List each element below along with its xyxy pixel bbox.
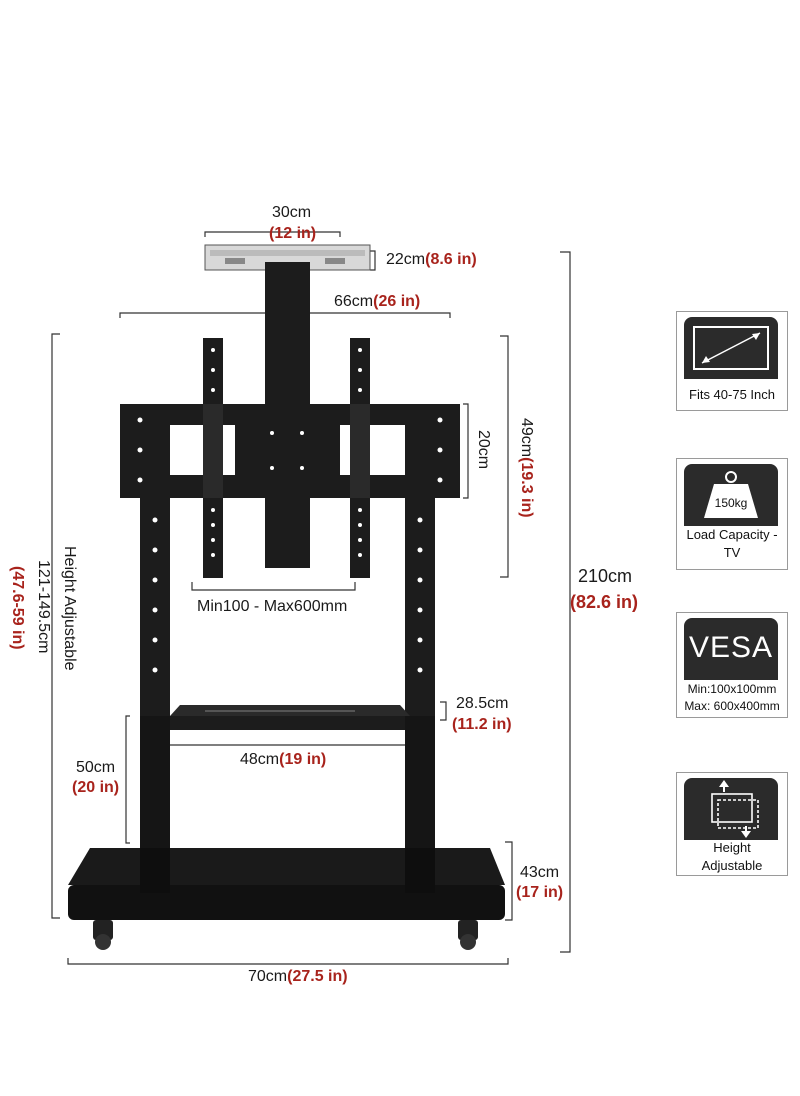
feature-card-vesa: VESA Min:100x100mm Max: 600x400mm xyxy=(676,612,788,718)
dimension-lines xyxy=(51,231,571,965)
feature-card-height: Height Adjustable xyxy=(676,772,788,876)
adjust-range-cm: 121-149.5cm xyxy=(35,560,52,654)
mount-width-label: 66cm(26 in) xyxy=(334,293,420,311)
base-width-label: 70cm(27.5 in) xyxy=(248,968,348,986)
feature-label-height: Height Adjustable xyxy=(701,840,763,873)
shelf-width-cm: 48cm xyxy=(240,751,280,768)
screen-size-icon xyxy=(684,317,778,379)
vesa-icon: VESA xyxy=(684,618,778,680)
shelf-depth-in: (11.2 in) xyxy=(452,716,512,733)
feature-card-screen-size: Fits 40-75 Inch xyxy=(676,311,788,411)
bracket-height-label: 20cm xyxy=(475,430,492,470)
total-height-cm: 210cm xyxy=(578,566,633,586)
top-plate-height-in: (8.6 in) xyxy=(425,251,477,268)
top-plate-height-label: 22cm(8.6 in) xyxy=(386,251,477,269)
mount-height-in: (19.3 in) xyxy=(518,457,535,518)
base xyxy=(68,848,505,920)
shelf-height-in: (20 in) xyxy=(72,779,120,796)
height-adjust-icon xyxy=(684,778,778,840)
vesa-max: Max: 600x400mm xyxy=(684,699,780,713)
shelf-width-label: 48cm(19 in) xyxy=(240,751,326,769)
vesa-min: Min:100x100mm xyxy=(687,682,777,696)
middle-shelf xyxy=(170,705,410,730)
base-height-cm: 43cm xyxy=(520,864,560,881)
base-height-in: (17 in) xyxy=(516,884,564,901)
center-pole xyxy=(265,262,310,407)
feature-label-screen-size: Fits 40-75 Inch xyxy=(689,387,775,402)
adjust-label: Height Adjustable xyxy=(61,546,78,671)
mount-width-in: (26 in) xyxy=(373,293,421,310)
base-width-in: (27.5 in) xyxy=(287,968,348,985)
feature-label-load: Load Capacity - TV xyxy=(686,527,778,560)
weight-icon: 150kg xyxy=(684,464,778,526)
vesa-text: VESA xyxy=(688,631,774,664)
feature-card-load: 150kg Load Capacity - TV xyxy=(676,458,788,570)
shelf-width-in: (19 in) xyxy=(279,751,327,768)
shelf-depth-cm: 28.5cm xyxy=(456,695,509,712)
total-height-in: (82.6 in) xyxy=(570,592,639,612)
mount-height-label: 49cm(19.3 in) xyxy=(517,418,535,518)
casters xyxy=(93,920,478,950)
mount-width-cm: 66cm xyxy=(334,293,374,310)
mounting-plate xyxy=(120,404,460,498)
adjust-range-in: (47.6-59 in) xyxy=(9,566,26,650)
top-plate-width-in: (12 in) xyxy=(269,225,317,242)
base-width-cm: 70cm xyxy=(248,968,288,985)
mount-height-cm: 49cm xyxy=(518,418,535,458)
top-plate-width-cm: 30cm xyxy=(272,204,312,221)
top-plate-height-cm: 22cm xyxy=(386,251,426,268)
shelf-height-cm: 50cm xyxy=(76,759,116,776)
vesa-range-label: Min100 - Max600mm xyxy=(197,598,348,615)
weight-text: 150kg xyxy=(714,496,748,510)
